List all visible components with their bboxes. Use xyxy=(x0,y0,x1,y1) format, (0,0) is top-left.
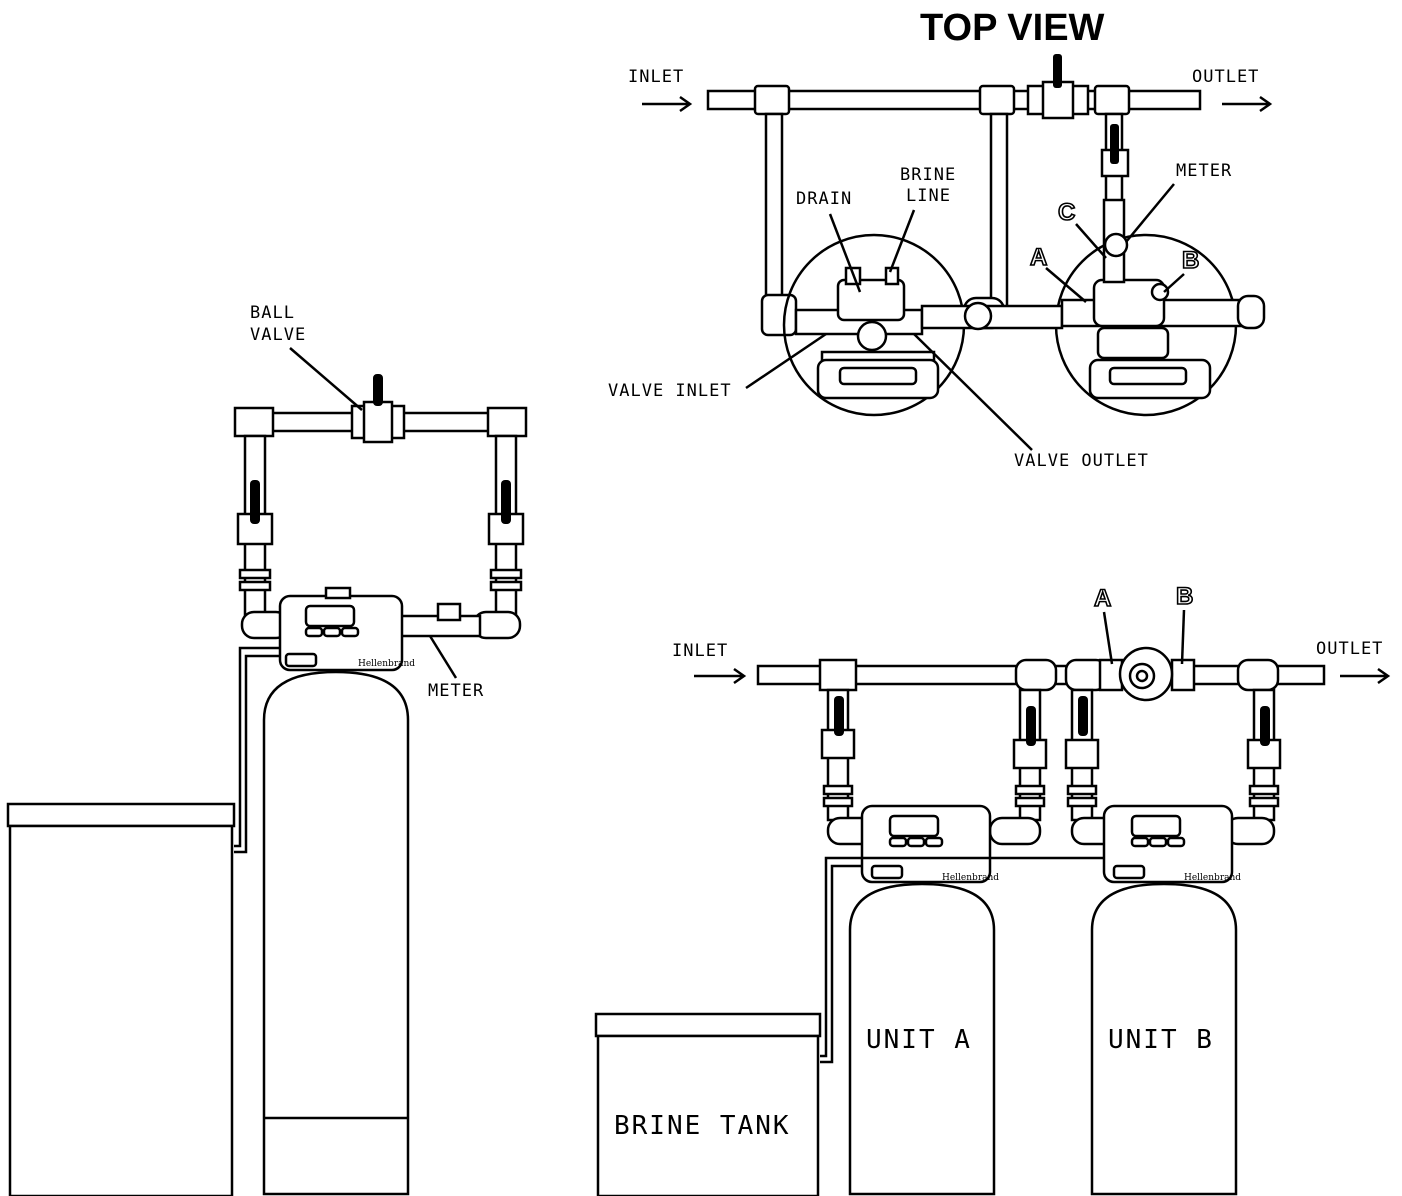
drain-label: DRAIN xyxy=(796,189,852,209)
marker-a-bottom: A xyxy=(1094,585,1111,612)
unit-b-label: UNIT B xyxy=(1108,1025,1214,1055)
meter-top-label: METER xyxy=(1176,161,1232,181)
single-unit-labels: BALL VALVE METER xyxy=(250,303,484,701)
brine-line-label-2: LINE xyxy=(906,186,951,206)
top-view-assembly xyxy=(706,54,1266,417)
bottom-outlet-label: OUTLET xyxy=(1316,639,1383,659)
brine-line-label-1: BRINE xyxy=(900,165,956,185)
header-valve-handle xyxy=(1053,54,1062,88)
top-outlet-label: OUTLET xyxy=(1192,67,1259,87)
valve-outlet-label: VALVE OUTLET xyxy=(1014,451,1149,471)
twin-unit-assembly: Hellenbrand Hellenbrand xyxy=(594,646,1326,1196)
marker-a-top: A xyxy=(1030,244,1047,271)
brand-left: Hellenbrand xyxy=(358,659,415,669)
top-view-title: TOP VIEW xyxy=(920,7,1105,49)
unit-a-label: UNIT A xyxy=(866,1025,972,1055)
twin-unit-labels: INLET OUTLET A B UNIT A UNIT B BRINE TAN… xyxy=(614,582,1391,1141)
tank-unit-b xyxy=(1090,882,1238,1196)
brand-unit-a: Hellenbrand xyxy=(942,873,999,883)
ball-valve-label-1: BALL xyxy=(250,303,295,323)
single-unit-assembly: Hellenbrand xyxy=(6,374,528,1196)
top-view-labels: INLET OUTLET DRAIN BRINE LINE METER C A … xyxy=(608,67,1273,471)
marker-c: C xyxy=(1058,199,1075,226)
meter-left-label: METER xyxy=(428,681,484,701)
brand-unit-b: Hellenbrand xyxy=(1184,873,1241,883)
top-inlet-label: INLET xyxy=(628,67,684,87)
brine-tank-label: BRINE TANK xyxy=(614,1111,791,1141)
tank-unit-a xyxy=(848,882,996,1196)
valve-inlet-label: VALVE INLET xyxy=(608,381,732,401)
marker-b-top: B xyxy=(1182,247,1199,274)
bottom-inlet-label: INLET xyxy=(672,641,728,661)
marker-b-bottom: B xyxy=(1176,583,1193,610)
ball-valve-label-2: VALVE xyxy=(250,325,306,345)
ball-valve-handle xyxy=(373,374,383,406)
